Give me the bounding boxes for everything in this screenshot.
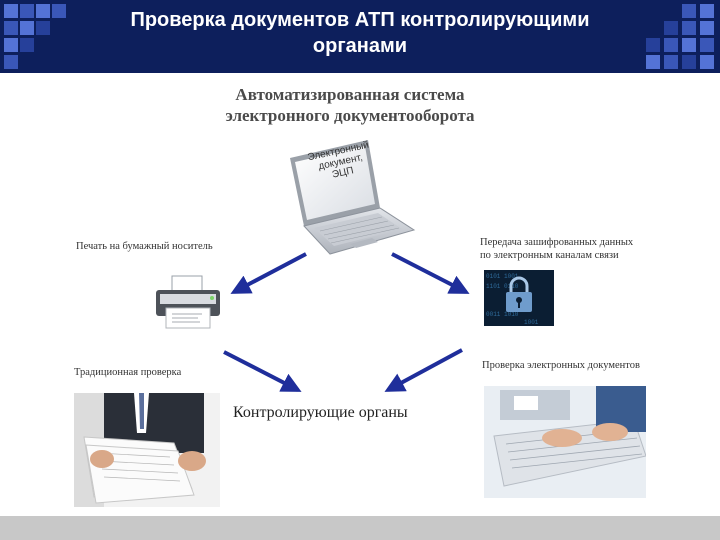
system-title-line2: электронного документооборота (225, 106, 475, 125)
decor-square (664, 21, 678, 35)
slide-title: Проверка документов АТП контролирующими … (90, 7, 630, 59)
decor-square (36, 4, 50, 18)
decor-square (682, 38, 696, 52)
transfer-label-line2: по электронным каналам связи (480, 250, 619, 261)
decor-square (700, 4, 714, 18)
svg-text:1001: 1001 (524, 319, 539, 326)
decor-square (700, 55, 714, 69)
decor-square (700, 38, 714, 52)
decor-square (682, 4, 696, 18)
decor-square (52, 4, 66, 18)
arrow-to-encryption (391, 252, 470, 294)
decor-square (20, 38, 34, 52)
decor-square (664, 38, 678, 52)
system-title-line1: Автоматизированная система (235, 85, 465, 104)
print-label: Печать на бумажный носитель (76, 241, 213, 252)
decor-square (682, 21, 696, 35)
svg-text:0101 1001: 0101 1001 (486, 273, 519, 280)
paper-documents-photo (74, 393, 220, 507)
computer-keyboard-photo (484, 386, 646, 498)
decor-square (682, 55, 696, 69)
decor-square (4, 21, 18, 35)
decor-square (4, 55, 18, 69)
slide-title-line2: органами (312, 35, 408, 57)
slide-header: Проверка документов АТП контролирующими … (0, 0, 720, 73)
electronic-check-label: Проверка электронных документов (482, 360, 640, 371)
transfer-label-line1: Передача зашифрованных данных (480, 237, 634, 248)
arrow-to-control-from-electronic (384, 348, 463, 392)
transfer-label: Передача зашифрованных данных по электро… (480, 236, 633, 262)
printer-icon (156, 275, 220, 329)
svg-text:0011 1010: 0011 1010 (486, 311, 519, 318)
svg-text:1101 0110: 1101 0110 (486, 283, 519, 290)
decor-square (20, 4, 34, 18)
traditional-check-label: Традиционная проверка (74, 367, 182, 378)
decor-square (664, 55, 678, 69)
decor-square (36, 21, 50, 35)
decor-square (4, 4, 18, 18)
control-bodies-label: Контролирующие органы (233, 404, 408, 421)
decor-square (20, 21, 34, 35)
decor-square (700, 21, 714, 35)
arrow-to-printer (230, 252, 307, 294)
laptop-icon (290, 140, 416, 255)
decor-square (646, 55, 660, 69)
arrow-to-control-from-print (223, 350, 302, 392)
slide-footer-band (0, 516, 720, 540)
system-title: Автоматизированная система электронного … (160, 84, 540, 126)
slide-title-line1: Проверка документов АТП контролирующими (130, 9, 590, 31)
decor-square (646, 38, 660, 52)
encryption-lock-image: 0101 1001 1101 0110 0011 1010 1001 (484, 270, 554, 326)
decor-square (4, 38, 18, 52)
